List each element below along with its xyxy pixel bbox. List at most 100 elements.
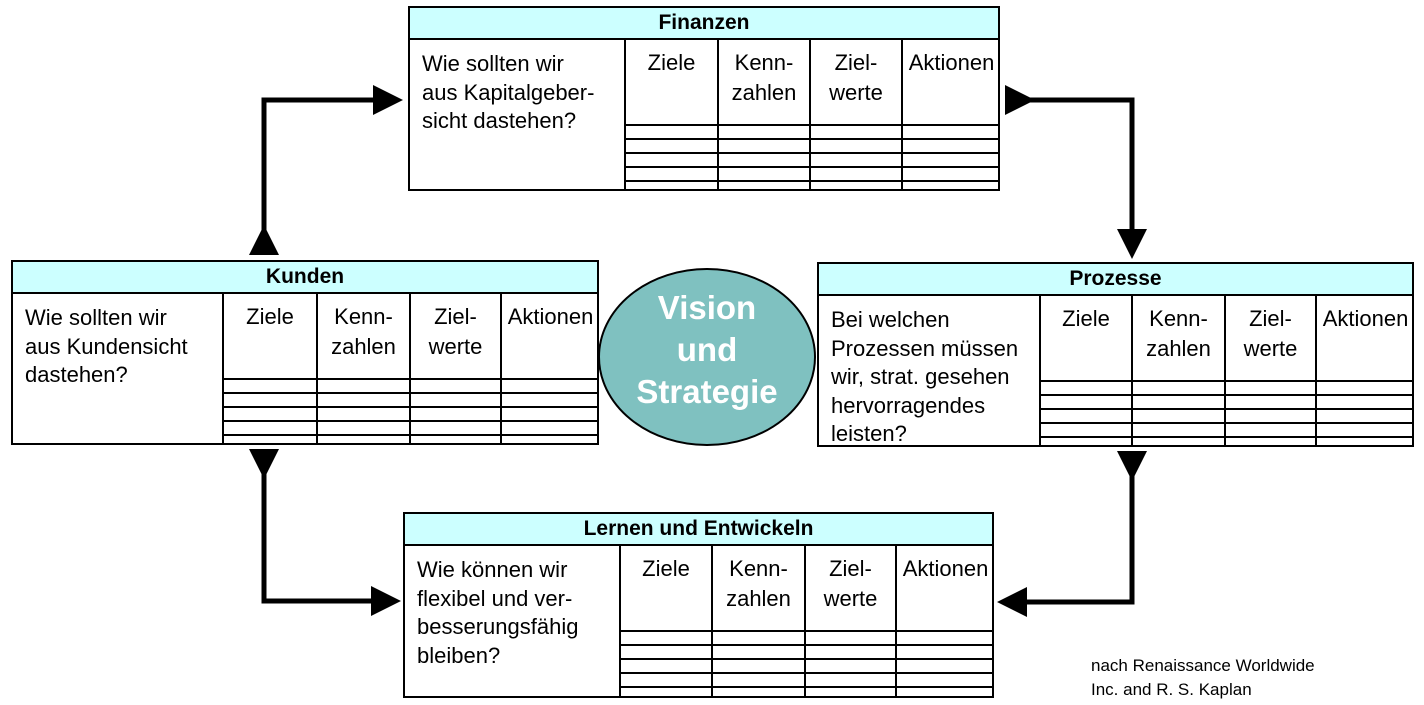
table-row[interactable] (897, 630, 994, 644)
question-line: sicht dastehen? (422, 108, 577, 133)
table-row[interactable] (224, 434, 316, 448)
table-row[interactable] (897, 644, 994, 658)
column-3: Aktionen (1317, 296, 1414, 445)
table-row[interactable] (318, 378, 409, 392)
table-row[interactable] (318, 434, 409, 448)
table-row[interactable] (806, 672, 895, 686)
table-row[interactable] (1317, 380, 1414, 394)
table-row[interactable] (502, 378, 599, 392)
table-row[interactable] (806, 644, 895, 658)
table-row[interactable] (411, 392, 500, 406)
table-row[interactable] (713, 630, 804, 644)
table-row[interactable] (903, 124, 1000, 138)
column-3: Aktionen (502, 294, 599, 443)
table-row[interactable] (903, 180, 1000, 194)
table-row[interactable] (626, 124, 717, 138)
table-row[interactable] (411, 378, 500, 392)
table-row[interactable] (502, 406, 599, 420)
table-row[interactable] (719, 124, 809, 138)
table-row[interactable] (903, 138, 1000, 152)
table-row[interactable] (713, 658, 804, 672)
table-row[interactable] (1041, 380, 1131, 394)
table-row[interactable] (224, 420, 316, 434)
column-header: Aktionen (502, 294, 599, 378)
table-row[interactable] (1317, 436, 1414, 450)
table-row[interactable] (719, 152, 809, 166)
table-row[interactable] (713, 644, 804, 658)
column-header-line: Aktionen (507, 304, 594, 329)
column-header-line: Aktionen (908, 50, 995, 75)
question-line: Wie sollten wir (25, 305, 167, 330)
question-line: Wie können wir (417, 557, 568, 582)
table-row[interactable] (806, 630, 895, 644)
table-row[interactable] (626, 138, 717, 152)
table-row[interactable] (502, 420, 599, 434)
table-row[interactable] (411, 406, 500, 420)
table-row[interactable] (713, 672, 804, 686)
table-row[interactable] (411, 434, 500, 448)
column-2: Ziel-werte (411, 294, 502, 443)
table-row[interactable] (621, 686, 711, 700)
table-row[interactable] (897, 686, 994, 700)
table-row[interactable] (897, 672, 994, 686)
table-row[interactable] (621, 644, 711, 658)
table-row[interactable] (1133, 422, 1224, 436)
column-header-line: Kenn- (729, 556, 788, 581)
table-row[interactable] (897, 658, 994, 672)
table-row[interactable] (811, 138, 901, 152)
table-row[interactable] (1317, 422, 1414, 436)
column-header: Kenn-zahlen (318, 294, 409, 378)
table-row[interactable] (318, 406, 409, 420)
table-row[interactable] (621, 630, 711, 644)
source-line-1: nach Renaissance Worldwide (1091, 656, 1315, 675)
table-row[interactable] (1133, 380, 1224, 394)
table-row[interactable] (224, 392, 316, 406)
table-row[interactable] (1041, 394, 1131, 408)
table-row[interactable] (903, 152, 1000, 166)
column-header-line: zahlen (731, 80, 797, 105)
table-row[interactable] (1317, 394, 1414, 408)
table-row[interactable] (621, 672, 711, 686)
column-1: Kenn-zahlen (318, 294, 411, 443)
question-line: aus Kundensicht (25, 333, 188, 359)
table-row[interactable] (1226, 422, 1315, 436)
table-row[interactable] (626, 152, 717, 166)
table-row[interactable] (411, 420, 500, 434)
vision-strategy-ellipse: Vision und Strategie (598, 268, 816, 446)
table-row[interactable] (502, 434, 599, 448)
table-row[interactable] (621, 658, 711, 672)
table-row[interactable] (719, 166, 809, 180)
table-row[interactable] (806, 686, 895, 700)
table-row[interactable] (811, 152, 901, 166)
table-row[interactable] (224, 378, 316, 392)
table-row[interactable] (1226, 394, 1315, 408)
table-row[interactable] (806, 658, 895, 672)
table-row[interactable] (719, 138, 809, 152)
table-row[interactable] (1317, 408, 1414, 422)
table-row[interactable] (1226, 380, 1315, 394)
table-row[interactable] (1226, 408, 1315, 422)
table-row[interactable] (1133, 408, 1224, 422)
table-row[interactable] (318, 420, 409, 434)
table-row[interactable] (1041, 408, 1131, 422)
table-row[interactable] (719, 180, 809, 194)
table-row[interactable] (1041, 436, 1131, 450)
table-row[interactable] (1133, 394, 1224, 408)
table-row[interactable] (626, 180, 717, 194)
table-row[interactable] (1133, 436, 1224, 450)
column-header-line: Aktionen (902, 556, 989, 581)
table-row[interactable] (811, 166, 901, 180)
table-row[interactable] (224, 406, 316, 420)
table-row[interactable] (1226, 436, 1315, 450)
table-row[interactable] (903, 166, 1000, 180)
table-row[interactable] (318, 392, 409, 406)
table-row[interactable] (713, 686, 804, 700)
perspective-title: Kunden (13, 262, 597, 294)
table-row[interactable] (811, 180, 901, 194)
table-row[interactable] (502, 392, 599, 406)
table-row[interactable] (811, 124, 901, 138)
table-row[interactable] (1041, 422, 1131, 436)
table-row[interactable] (626, 166, 717, 180)
